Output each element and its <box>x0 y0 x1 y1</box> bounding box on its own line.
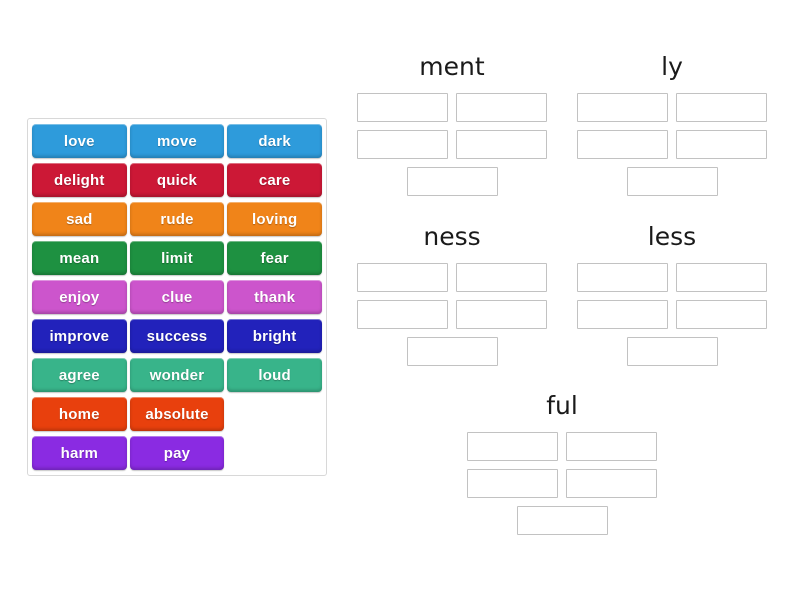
slot-row <box>516 506 608 535</box>
word-tile[interactable]: pay <box>129 436 225 470</box>
word-tile[interactable]: absolute <box>129 397 225 431</box>
word-tile[interactable]: loud <box>227 358 322 392</box>
word-tile[interactable]: delight <box>32 163 127 197</box>
drop-slot[interactable] <box>577 130 668 159</box>
slot-row <box>357 263 547 292</box>
drop-slot[interactable] <box>357 130 448 159</box>
drop-slot[interactable] <box>676 93 767 122</box>
word-tile[interactable]: improve <box>32 319 127 353</box>
word-tile[interactable]: harm <box>32 436 127 470</box>
word-tile[interactable]: limit <box>129 241 225 275</box>
group-title-less: less <box>647 222 697 251</box>
slot-container-ment <box>356 93 548 196</box>
drop-slot[interactable] <box>406 337 498 366</box>
word-tile[interactable]: care <box>227 163 322 197</box>
word-tile[interactable]: mean <box>32 241 127 275</box>
drop-slot[interactable] <box>357 93 448 122</box>
drop-slot[interactable] <box>676 130 767 159</box>
word-tile[interactable]: home <box>32 397 127 431</box>
slot-container-ly <box>576 93 768 196</box>
drop-slot[interactable] <box>676 263 767 292</box>
drop-slot[interactable] <box>456 300 547 329</box>
group-title-ment: ment <box>419 52 485 81</box>
drop-slot[interactable] <box>577 263 668 292</box>
drop-slot[interactable] <box>357 300 448 329</box>
drop-slot[interactable] <box>467 469 558 498</box>
drop-slot[interactable] <box>456 93 547 122</box>
word-tile[interactable]: enjoy <box>32 280 127 314</box>
slot-row <box>577 93 767 122</box>
word-tile[interactable]: clue <box>129 280 225 314</box>
suffix-group-ness: ness <box>356 224 548 366</box>
drop-slot[interactable] <box>516 506 608 535</box>
drop-slot[interactable] <box>566 432 657 461</box>
drop-slot[interactable] <box>676 300 767 329</box>
group-title-ful: ful <box>546 391 578 420</box>
word-tile[interactable]: move <box>129 124 225 158</box>
drop-slot[interactable] <box>577 93 668 122</box>
slot-row <box>577 263 767 292</box>
word-tile[interactable]: loving <box>227 202 322 236</box>
word-tile-empty <box>227 397 322 431</box>
slot-row <box>626 337 718 366</box>
slot-row <box>357 93 547 122</box>
slot-row <box>357 130 547 159</box>
word-tile[interactable]: love <box>32 124 127 158</box>
drop-slot[interactable] <box>357 263 448 292</box>
slot-container-ful <box>466 432 658 535</box>
slot-row <box>406 167 498 196</box>
group-title-ly: ly <box>661 52 683 81</box>
drop-slot[interactable] <box>577 300 668 329</box>
drop-slot[interactable] <box>566 469 657 498</box>
slot-row <box>577 130 767 159</box>
word-tile[interactable]: success <box>129 319 225 353</box>
drop-slot[interactable] <box>626 337 718 366</box>
slot-container-ness <box>356 263 548 366</box>
suffix-group-less: less <box>576 224 768 366</box>
slot-row <box>467 469 657 498</box>
word-tile[interactable]: fear <box>227 241 322 275</box>
word-tile[interactable]: rude <box>129 202 225 236</box>
word-tile[interactable]: quick <box>129 163 225 197</box>
word-tile[interactable]: wonder <box>129 358 225 392</box>
slot-row <box>467 432 657 461</box>
suffix-group-ment: ment <box>356 54 548 196</box>
word-tile[interactable]: thank <box>227 280 322 314</box>
word-tile-empty <box>227 436 322 470</box>
suffix-group-ly: ly <box>576 54 768 196</box>
word-tile[interactable]: bright <box>227 319 322 353</box>
drop-slot[interactable] <box>467 432 558 461</box>
word-tile[interactable]: agree <box>32 358 127 392</box>
drop-slot[interactable] <box>456 130 547 159</box>
word-tile[interactable]: dark <box>227 124 322 158</box>
slot-row <box>357 300 547 329</box>
word-tile[interactable]: sad <box>32 202 127 236</box>
slot-container-less <box>576 263 768 366</box>
suffix-group-ful: ful <box>466 393 658 535</box>
slot-row <box>626 167 718 196</box>
drop-slot[interactable] <box>626 167 718 196</box>
drop-slot[interactable] <box>456 263 547 292</box>
drop-slot[interactable] <box>406 167 498 196</box>
slot-row <box>406 337 498 366</box>
slot-row <box>577 300 767 329</box>
group-title-ness: ness <box>423 222 481 251</box>
